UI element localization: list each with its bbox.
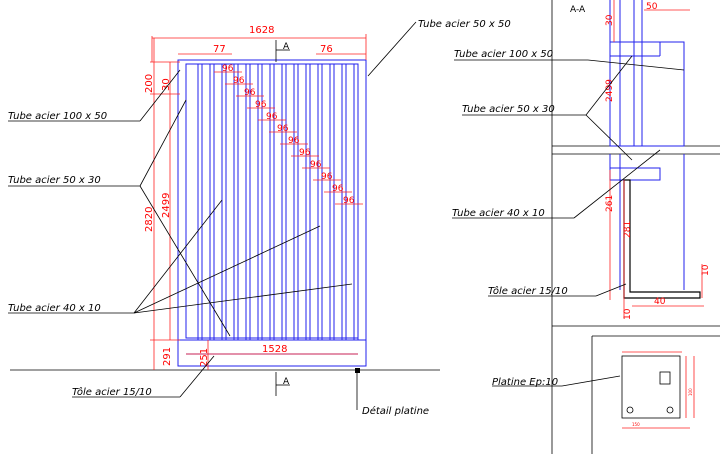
aa-label-tole: Tôle acier 15/10 xyxy=(488,285,568,297)
dim-inner-width: 1528 xyxy=(262,344,287,355)
spacing-dim-label: 96 xyxy=(255,100,267,110)
aa-label-tube-50x30: Tube acier 50 x 30 xyxy=(462,104,555,115)
aa-leader-50x30-a xyxy=(585,55,633,116)
spacing-dim-label: 96 xyxy=(310,160,322,170)
section-mark-top: A xyxy=(283,42,290,52)
spacing-dim-label: 96 xyxy=(244,88,256,98)
front-annotations: Tube acier 50 x 50 Tube acier 100 x 50 T… xyxy=(8,19,511,417)
aa-dim-261: 261 xyxy=(605,195,615,212)
dim-bottom-251: 251 xyxy=(199,348,210,367)
platine-hole-left xyxy=(626,406,634,414)
platine-dim-100: 100 xyxy=(688,388,693,396)
leader-tube-50x50 xyxy=(367,21,417,77)
section-mark-bottom: A xyxy=(283,377,290,387)
leader-tube-50x30-b xyxy=(139,185,231,337)
spacing-dim-label: 96 xyxy=(321,172,333,182)
vertical-bars xyxy=(197,64,359,340)
platine-plate xyxy=(621,355,681,419)
aa-label-tube-40x10: Tube acier 40 x 10 xyxy=(452,208,545,219)
label-detail-platine: Détail platine xyxy=(362,405,429,417)
label-platine: Platine Ep:10 xyxy=(492,377,558,388)
aa-label-tube-100x50: Tube acier 100 x 50 xyxy=(454,49,553,60)
spacing-dim-label: 96 xyxy=(266,112,278,122)
platine-leader xyxy=(561,375,621,387)
leader-tole xyxy=(179,355,215,398)
dim-top-200: 200 xyxy=(144,74,155,93)
dim-total-width: 1628 xyxy=(249,25,274,36)
spacing-dim-label: 96 xyxy=(233,76,245,86)
dim-gap-right: 76 xyxy=(320,44,333,55)
spacing-dim-label: 96 xyxy=(299,148,311,158)
aa-rail-top xyxy=(609,41,685,147)
label-tube-100x50: Tube acier 100 x 50 xyxy=(8,111,107,122)
leader-40x10-a xyxy=(133,199,223,314)
spacing-dim-label: 96 xyxy=(332,184,344,194)
bar-spacing-dimensions: 96 96 96 96 96 96 96 96 96 96 96 96 xyxy=(214,64,363,206)
aa-dim-10-right: 10 xyxy=(701,264,711,276)
dim-height-total: 2820 xyxy=(144,207,155,232)
platine-hole-right xyxy=(666,406,674,414)
spacing-dim-label: 96 xyxy=(277,124,289,134)
label-tube-50x30: Tube acier 50 x 30 xyxy=(8,175,101,186)
aa-dim-30: 30 xyxy=(605,14,615,26)
dim-height-inner: 2499 xyxy=(161,193,172,218)
section-title-aa: A-A xyxy=(570,5,586,15)
dim-top-30: 30 xyxy=(161,78,172,91)
aa-leader-40x10 xyxy=(573,149,661,219)
aa-sheet-profile xyxy=(623,179,701,299)
leader-tube-50x30-a xyxy=(139,99,187,187)
aa-dim-50: 50 xyxy=(646,2,658,12)
aa-dim-40: 40 xyxy=(654,297,666,307)
label-tube-50x50: Tube acier 50 x 50 xyxy=(418,19,511,30)
gate-outer-frame xyxy=(177,59,367,367)
leader-40x10-b xyxy=(133,225,321,314)
aa-dim-10-left: 10 xyxy=(623,308,633,320)
leader-tube-100x50 xyxy=(139,69,181,122)
aa-leader-tole xyxy=(595,283,627,297)
aa-leader-50x30-b xyxy=(585,114,633,161)
spacing-dim-label: 96 xyxy=(288,136,300,146)
label-tube-40x10: Tube acier 40 x 10 xyxy=(8,303,101,314)
spacing-dim-label: 96 xyxy=(343,196,355,206)
section-aa-view: A-A 50 30 2499 261 281 10 40 10 Tube aci… xyxy=(452,0,720,454)
gate-inner-frame xyxy=(185,63,359,339)
detail-marker-square xyxy=(355,368,360,373)
aa-dim-2499: 2499 xyxy=(605,79,615,102)
aa-leader-100x50 xyxy=(587,59,685,71)
spacing-dim-label: 96 xyxy=(222,64,234,74)
gate-front-view: A A xyxy=(10,40,440,410)
label-tole: Tôle acier 15/10 xyxy=(72,386,152,398)
leader-40x10-c xyxy=(133,283,353,314)
platine-post-footprint xyxy=(659,371,671,385)
aa-dim-281: 281 xyxy=(623,221,633,238)
platine-dim-150: 150 xyxy=(632,422,640,427)
dim-bottom-291: 291 xyxy=(162,347,173,366)
dim-gap-left: 77 xyxy=(213,44,226,55)
